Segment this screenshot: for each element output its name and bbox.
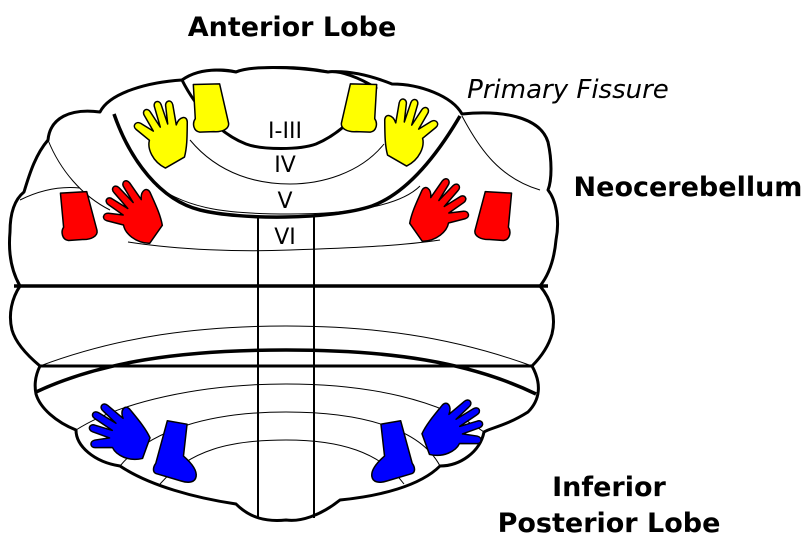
inferior-posterior-label-line1: Inferior <box>552 472 666 503</box>
lobule-label-v: V <box>277 189 292 214</box>
primary-fissure-label: Primary Fissure <box>467 75 669 105</box>
inferior-posterior-label-line2: Posterior Lobe <box>498 508 721 536</box>
lobule-label-i-iii: I-III <box>268 119 302 144</box>
anterior-lobe-label: Anterior Lobe <box>188 12 397 43</box>
lobule-label-vi: VI <box>274 225 296 250</box>
neocerebellum-label: Neocerebellum <box>574 172 803 203</box>
lobule-label-iv: IV <box>274 153 296 178</box>
